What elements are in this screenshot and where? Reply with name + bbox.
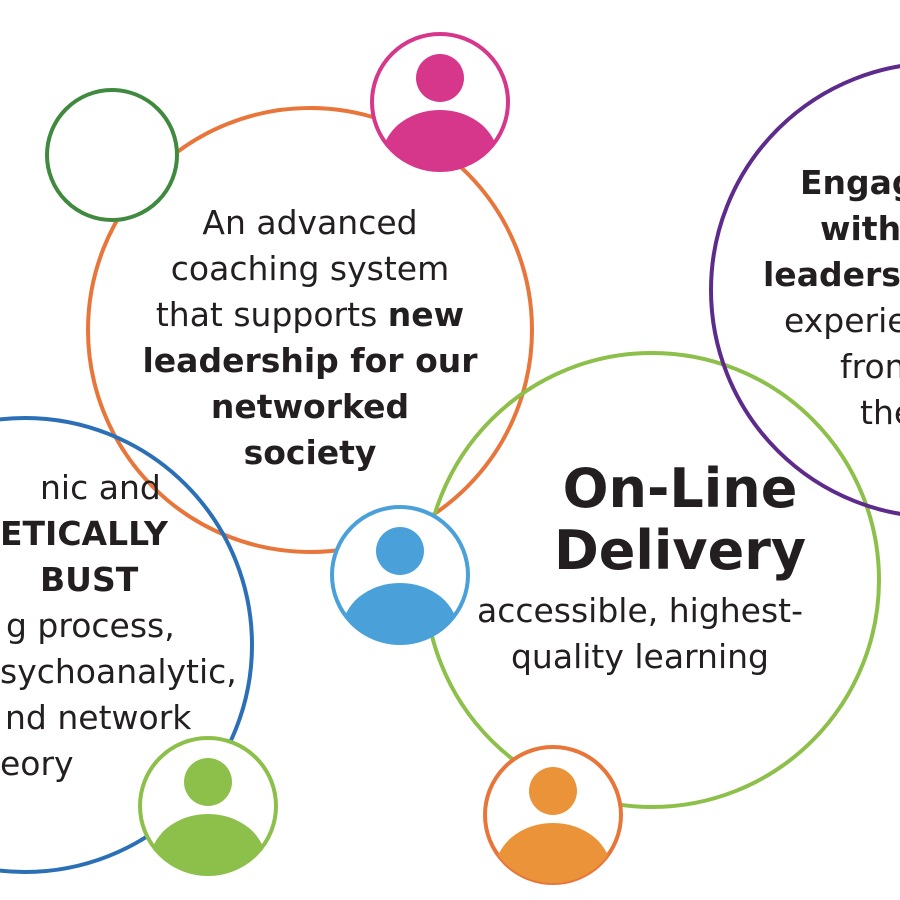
- purple-circle-text: Engag with leaders experie fron the: [720, 160, 900, 436]
- person-icon-light-blue: [330, 505, 470, 645]
- orange-line-1: An advanced: [202, 203, 418, 242]
- purple-line-3: leaders: [763, 255, 900, 294]
- blue-line-7: eory: [0, 744, 74, 783]
- blue-line-3: BUST: [40, 560, 139, 599]
- person-icon-orange: [483, 745, 623, 885]
- purple-line-1: Engag: [800, 163, 900, 202]
- purple-line-6: the: [860, 393, 900, 432]
- circle-orange: [86, 106, 534, 554]
- purple-line-5: fron: [840, 347, 900, 386]
- orange-circle-text: An advanced coaching system that support…: [110, 200, 510, 476]
- blue-circle-text: nic and ETICALLY BUST g process, sychoan…: [0, 465, 310, 787]
- circle-blue: [0, 416, 254, 874]
- circle-purple: [709, 64, 900, 516]
- green-sub-line-2: quality learning: [510, 637, 769, 676]
- green-circle-text: On-Line Delivery accessible, highest- qu…: [430, 458, 850, 680]
- green-heading-line-1: On-Line: [562, 457, 798, 520]
- purple-line-4: experie: [784, 301, 900, 340]
- orange-line-3: that supports new: [110, 292, 510, 338]
- blue-line-1: nic and: [40, 468, 161, 507]
- purple-line-2: with: [820, 209, 900, 248]
- person-icon-magenta: [370, 32, 510, 172]
- blue-line-2: ETICALLY: [0, 514, 168, 553]
- orange-line-2: coaching system: [170, 249, 450, 288]
- blue-line-6: nd network: [5, 698, 192, 737]
- blue-line-5: sychoanalytic,: [0, 652, 237, 691]
- blue-line-4: g process,: [6, 606, 175, 645]
- green-sub-line-1: accessible, highest-: [476, 591, 804, 630]
- orange-line-3-bold: new: [387, 295, 465, 334]
- orange-line-5: networked: [210, 387, 410, 426]
- orange-line-3-regular: that supports: [155, 295, 388, 334]
- green-heading-line-2: Delivery: [553, 519, 807, 582]
- orange-line-4: leadership for our: [142, 341, 478, 380]
- empty-circle-green: [45, 88, 179, 222]
- person-icon-green: [138, 736, 278, 876]
- orange-line-6: society: [243, 433, 377, 472]
